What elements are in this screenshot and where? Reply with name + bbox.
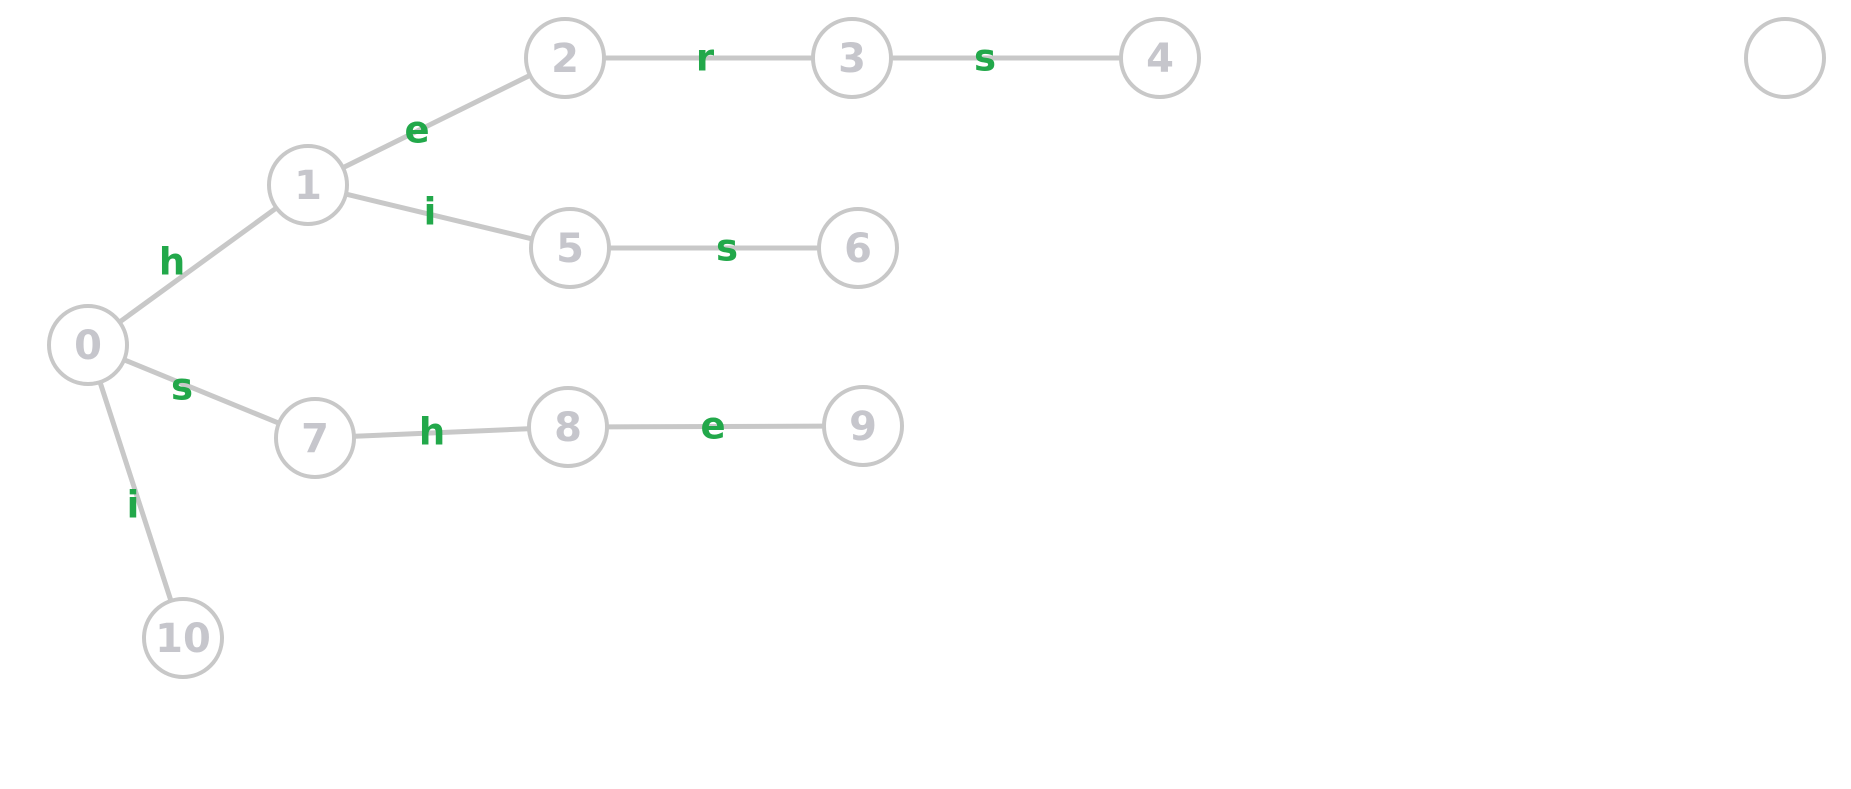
graph-node-label: 10 (155, 616, 211, 662)
graph-node-label: 8 (554, 405, 582, 451)
graph-edge-label: s (716, 227, 738, 270)
graph-edge-label: s (974, 37, 996, 80)
graph-node-circle[interactable] (274, 397, 356, 479)
graph-edge-label: h (159, 241, 185, 284)
graph-node-circle[interactable] (1744, 17, 1826, 99)
graph-node-circle[interactable] (529, 207, 611, 289)
graph-node-circle[interactable] (524, 17, 606, 99)
graph-edge[interactable] (97, 382, 174, 601)
graph-node-label: 6 (844, 226, 872, 272)
graph-edge[interactable] (118, 206, 278, 324)
graph-node-label: 5 (556, 226, 584, 272)
graph-node-label: 0 (74, 323, 102, 369)
graph-node[interactable]: 10 (142, 597, 224, 679)
edges-layer (97, 55, 1120, 601)
nodes-layer: 0 1 2 3 4 5 6 7 8 9 10 (47, 17, 1826, 679)
graph-node[interactable]: 3 (811, 17, 893, 99)
graph-node[interactable]: 7 (274, 397, 356, 479)
graph-node[interactable]: 5 (529, 207, 611, 289)
graph-node[interactable]: 4 (1119, 17, 1201, 99)
graph-node-circle[interactable] (142, 597, 224, 679)
graph-node-circle[interactable] (817, 207, 899, 289)
graph-edge[interactable] (342, 73, 531, 170)
graph-node-label: 3 (838, 36, 866, 82)
graph-edge-label: e (404, 109, 429, 152)
graph-node-circle[interactable] (267, 144, 349, 226)
graph-edge-label: e (700, 405, 725, 448)
graph-node[interactable]: 8 (527, 386, 609, 468)
graph-node[interactable]: 2 (524, 17, 606, 99)
graph-edge-label: i (127, 484, 140, 527)
graph-edge[interactable] (354, 426, 529, 439)
graph-edge-label: i (424, 191, 437, 234)
graph-node-circle[interactable] (527, 386, 609, 468)
graph-node-label: 7 (301, 416, 329, 462)
graph-node[interactable]: 1 (267, 144, 349, 226)
graph-node-circle[interactable] (47, 304, 129, 386)
graph-node-circle[interactable] (811, 17, 893, 99)
graph-node-label: 4 (1146, 36, 1174, 82)
graph-edge-label: r (696, 37, 715, 80)
graph-edge[interactable] (346, 191, 532, 242)
graph-edge[interactable] (607, 423, 824, 430)
graph-node-label: 1 (294, 163, 322, 209)
graph-node[interactable]: 0 (47, 304, 129, 386)
graph-node-circle[interactable] (1119, 17, 1201, 99)
graph-edge-label: s (171, 366, 193, 409)
graph-edge-label: h (419, 411, 445, 454)
graph-node-label: 2 (551, 36, 579, 82)
graph-node-circle[interactable] (822, 385, 904, 467)
graph-node[interactable] (1744, 17, 1826, 99)
graph-node[interactable]: 6 (817, 207, 899, 289)
graph-node-label: 9 (849, 404, 877, 450)
graph-node[interactable]: 9 (822, 385, 904, 467)
graph-edge[interactable] (124, 357, 279, 426)
